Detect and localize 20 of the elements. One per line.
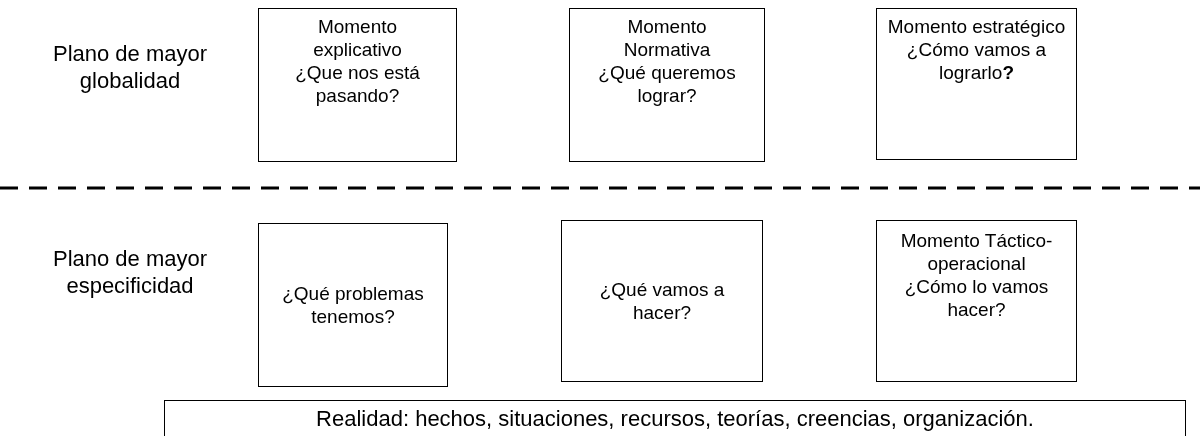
box-heading: Momento Táctico-operacional [899, 229, 1054, 275]
row-label: Plano de mayor globalidad [51, 40, 209, 94]
text-box [876, 8, 1077, 160]
box-heading: Momento estratégico [887, 15, 1066, 38]
box-heading: Momento explicativo [312, 15, 403, 61]
text-box [164, 400, 1186, 436]
text-box [258, 8, 457, 162]
row-label: Plano de mayor especificidad [51, 245, 209, 299]
box-heading: Momento Normativa [622, 15, 712, 61]
box-question: ¿Que nos está pasando? [294, 61, 421, 107]
box-question: ¿Qué vamos a hacer? [598, 278, 726, 324]
text-box [569, 8, 765, 162]
text-box [258, 223, 448, 387]
text-box [876, 220, 1077, 382]
box-question: ¿Qué queremos lograr? [597, 61, 737, 107]
box-question: ¿Qué problemas tenemos? [281, 282, 425, 328]
box-question: ¿Cómo lo vamos hacer? [903, 275, 1050, 321]
text-box [561, 220, 763, 382]
box-question: ¿Cómo vamos a lograrlo? [905, 38, 1048, 84]
box-question: Realidad: hechos, situaciones, recursos, teorías, creencias, organización. [316, 407, 1034, 430]
